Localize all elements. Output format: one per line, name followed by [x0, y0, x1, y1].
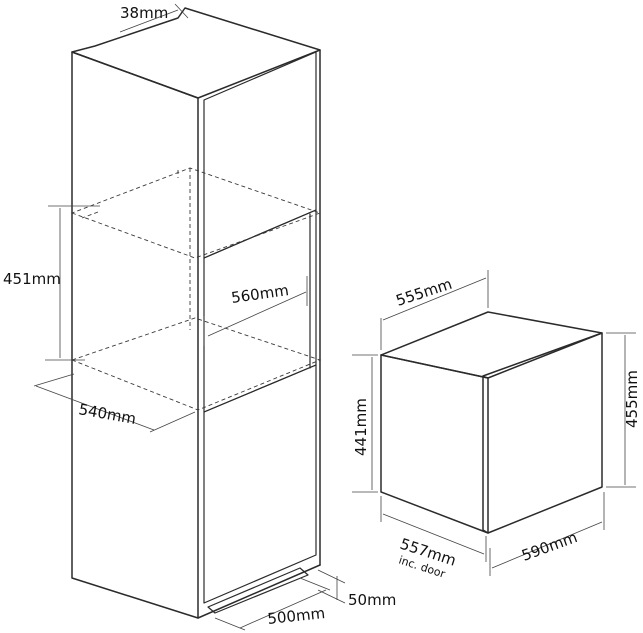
housing-side-panel — [71, 51, 199, 619]
label-housing-top-depth: 38mm — [120, 4, 168, 22]
label-oven-body-height: 441mm — [352, 398, 370, 456]
oven-front-face — [380, 354, 489, 534]
dim-oven-body-height: 441mm — [352, 354, 378, 493]
tall-housing-unit — [71, 7, 321, 619]
dim-housing-depth: 540mm — [33, 373, 196, 433]
label-housing-depth: 540mm — [77, 400, 137, 428]
label-plinth-height: 50mm — [348, 591, 396, 609]
dim-plinth-depth: 500mm — [214, 577, 331, 631]
dim-plinth-height: 50mm — [317, 569, 396, 609]
housing-top-panel — [71, 7, 321, 99]
dim-housing-top-depth: 38mm — [119, 3, 189, 33]
plinth-recess — [207, 567, 309, 614]
lower-door — [203, 364, 317, 604]
aperture-frame — [203, 209, 317, 413]
dim-oven-depth: 555mm — [380, 270, 489, 350]
hidden-aperture-lines — [70, 167, 322, 411]
label-aperture-height: 451mm — [3, 270, 61, 288]
upper-door — [203, 51, 317, 259]
dim-oven-total-height: 455mm — [606, 332, 641, 488]
label-oven-width: 590mm — [519, 528, 580, 565]
dim-aperture-height: 451mm — [3, 205, 100, 361]
dim-aperture-width: 560mm — [203, 276, 308, 346]
dim-oven-depth-inc-door: 557mm inc. door — [380, 496, 487, 581]
label-plinth-depth: 500mm — [267, 604, 326, 628]
oven-unit — [380, 311, 603, 534]
label-oven-depth: 555mm — [394, 275, 455, 310]
dim-oven-width: 590mm — [489, 492, 605, 576]
oven-fascia — [482, 332, 603, 534]
label-oven-total-height: 455mm — [623, 370, 641, 428]
